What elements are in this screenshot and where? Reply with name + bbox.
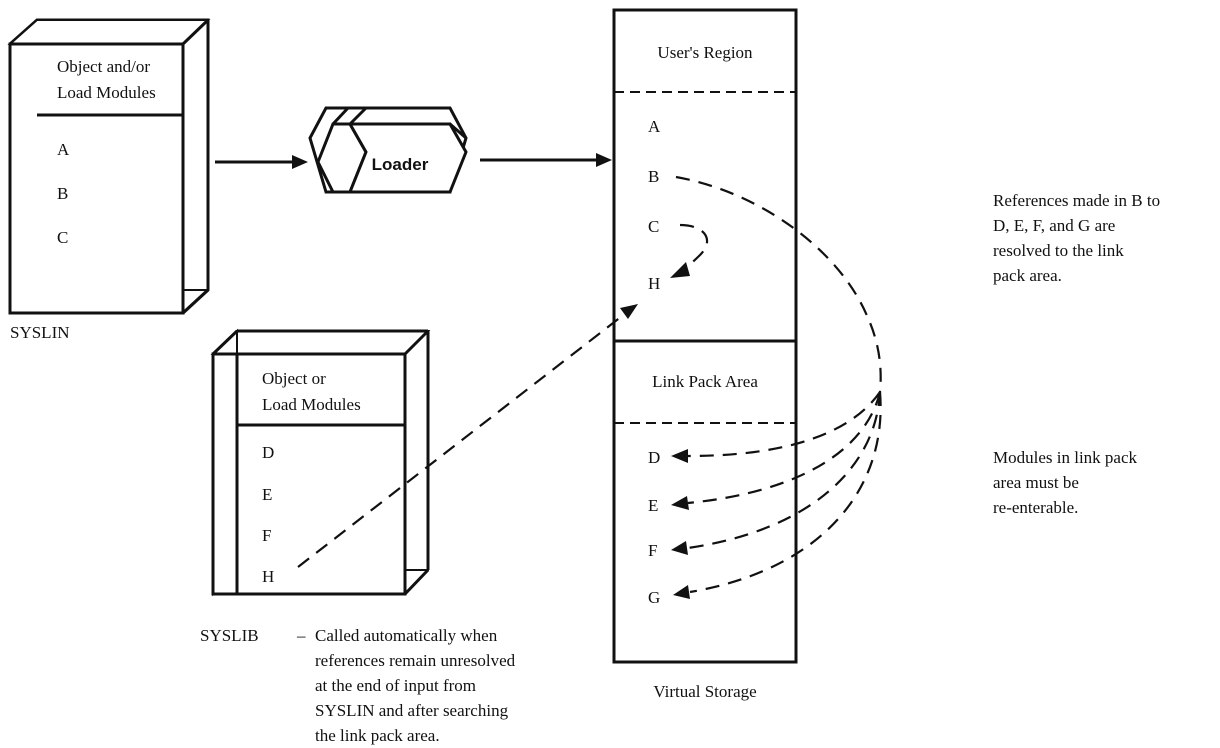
syslib-caption-line4: SYSLIN and after searching <box>315 701 509 720</box>
link-pack-area-title: Link Pack Area <box>652 372 758 391</box>
user-region-module-h: H <box>648 274 660 293</box>
syslib-module-e: E <box>262 485 272 504</box>
syslib-caption-line1: Called automatically when <box>315 626 498 645</box>
arrow-to-module-g <box>689 391 882 594</box>
arrow-b-to-link-pack <box>675 175 882 393</box>
link-pack-module-d: D <box>648 448 660 467</box>
syslib-module-h: H <box>262 567 274 586</box>
syslib-header-line1: Object or <box>262 369 326 388</box>
note-references-line2: D, E, F, and G are <box>993 216 1115 235</box>
syslin-dataset: Object and/or Load Modules A B C <box>7 18 211 315</box>
syslib-caption-line2: references remain unresolved <box>315 651 516 670</box>
note-references-line3: resolved to the link <box>993 241 1124 260</box>
arrow-to-module-e <box>687 391 882 505</box>
syslin-module-a: A <box>57 140 70 159</box>
syslib-module-f: F <box>262 526 271 545</box>
link-pack-module-e: E <box>648 496 658 515</box>
note-reentrant-line2: area must be <box>993 473 1079 492</box>
arrow-syslib-h-to-user-h <box>297 312 627 568</box>
loader-label: Loader <box>372 155 429 174</box>
user-region-title: User's Region <box>657 43 753 62</box>
syslin-header-line1: Object and/or <box>57 57 150 76</box>
link-pack-module-g: G <box>648 588 660 607</box>
arrow-c-to-h <box>679 223 709 271</box>
syslib-caption-dash: – <box>296 626 306 645</box>
link-pack-module-f: F <box>648 541 657 560</box>
note-references-line4: pack area. <box>993 266 1062 285</box>
note-references-line1: References made in B to <box>993 191 1160 210</box>
arrow-to-module-d <box>687 391 881 458</box>
user-region-module-c: C <box>648 217 659 236</box>
syslib-dataset: Object or Load Modules D E F H <box>210 328 431 597</box>
user-region-module-a: A <box>648 117 661 136</box>
note-reentrant-line3: re-enterable. <box>993 498 1078 517</box>
syslib-caption-line5: the link pack area. <box>315 726 440 745</box>
syslib-header-line2: Load Modules <box>262 395 361 414</box>
syslin-caption: SYSLIN <box>10 323 70 342</box>
syslib-caption-line3: at the end of input from <box>315 676 476 695</box>
arrow-to-module-f <box>687 391 882 550</box>
syslin-module-c: C <box>57 228 68 247</box>
loader-shape: Loader <box>308 106 468 194</box>
syslin-header-line2: Load Modules <box>57 83 156 102</box>
syslin-module-b: B <box>57 184 68 203</box>
virtual-storage-box <box>612 8 798 664</box>
note-reentrant-line1: Modules in link pack <box>993 448 1138 467</box>
user-region-module-b: B <box>648 167 659 186</box>
syslib-module-d: D <box>262 443 274 462</box>
syslib-caption-label: SYSLIB <box>200 626 259 645</box>
virtual-storage-caption: Virtual Storage <box>653 682 756 701</box>
